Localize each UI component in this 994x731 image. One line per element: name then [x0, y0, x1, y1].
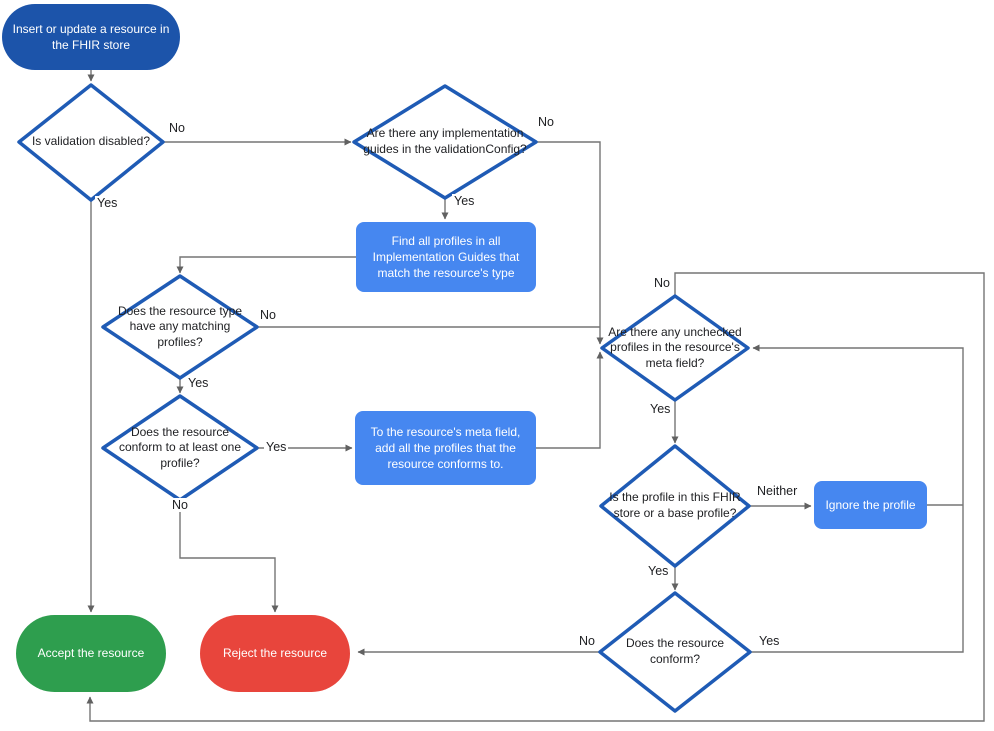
decision-validation-disabled-shape [17, 83, 165, 202]
edge-label-unchecked-no: No [652, 276, 672, 290]
connector-guides-no-to-unchecked [536, 141, 604, 345]
process-ignore-profile: Ignore the profile [814, 481, 927, 529]
edge-label-matching-yes: Yes [186, 376, 211, 390]
edge-label-matching-no: No [258, 308, 278, 322]
edge-label-unchecked-yes: Yes [648, 402, 673, 416]
decision-validation-disabled: Is validation disabled? [31, 134, 151, 149]
edge-label-profile-neither: Neither [755, 484, 800, 498]
edge-label-conform-no: No [577, 634, 597, 648]
decision-resource-conform: Does the resource conform? [625, 636, 725, 666]
decision-unchecked-profiles: Are there any unchecked profiles in the … [608, 324, 742, 370]
edge-label-conform-one-yes: Yes [264, 440, 289, 454]
decision-unchecked-profiles-shape [600, 294, 750, 402]
connector-conform-one-no-to-reject [179, 500, 279, 613]
connector-unchecked-no-to-accept [86, 272, 985, 722]
edge-label-guides-no: No [536, 115, 556, 129]
connector-add-profiles-to-unchecked [536, 351, 604, 449]
decision-implementation-guides: Are there any implementation guides in t… [363, 126, 527, 156]
start-node: Insert or update a resource in the FHIR … [2, 4, 180, 70]
decision-profile-in-store: Is the profile in this FHIR store or a b… [609, 490, 741, 520]
reject-node: Reject the resource [200, 615, 350, 692]
edge-label-validation-no: No [167, 121, 187, 135]
decision-matching-profiles: Does the resource type have any matching… [117, 303, 243, 349]
process-find-profiles: Find all profiles in all Implementation … [356, 222, 536, 292]
edge-label-guides-yes: Yes [452, 194, 477, 208]
decision-resource-conform-shape [598, 591, 752, 713]
decision-implementation-guides-shape [352, 84, 538, 200]
edge-label-validation-yes: Yes [95, 196, 120, 210]
decision-matching-profiles-shape [101, 274, 259, 380]
process-add-profiles: To the resource's meta field, add all th… [355, 411, 536, 485]
edge-label-conform-one-no: No [170, 498, 190, 512]
connector-find-profiles-to-matching [176, 256, 356, 274]
connector-conform-yes-loop-to-unchecked [750, 344, 964, 653]
edge-label-conform-yes: Yes [757, 634, 782, 648]
edge-label-profile-yes: Yes [646, 564, 671, 578]
decision-profile-in-store-shape [599, 444, 751, 568]
decision-conform-one-profile: Does the resource conform to at least on… [118, 424, 242, 470]
accept-node: Accept the resource [16, 615, 166, 692]
